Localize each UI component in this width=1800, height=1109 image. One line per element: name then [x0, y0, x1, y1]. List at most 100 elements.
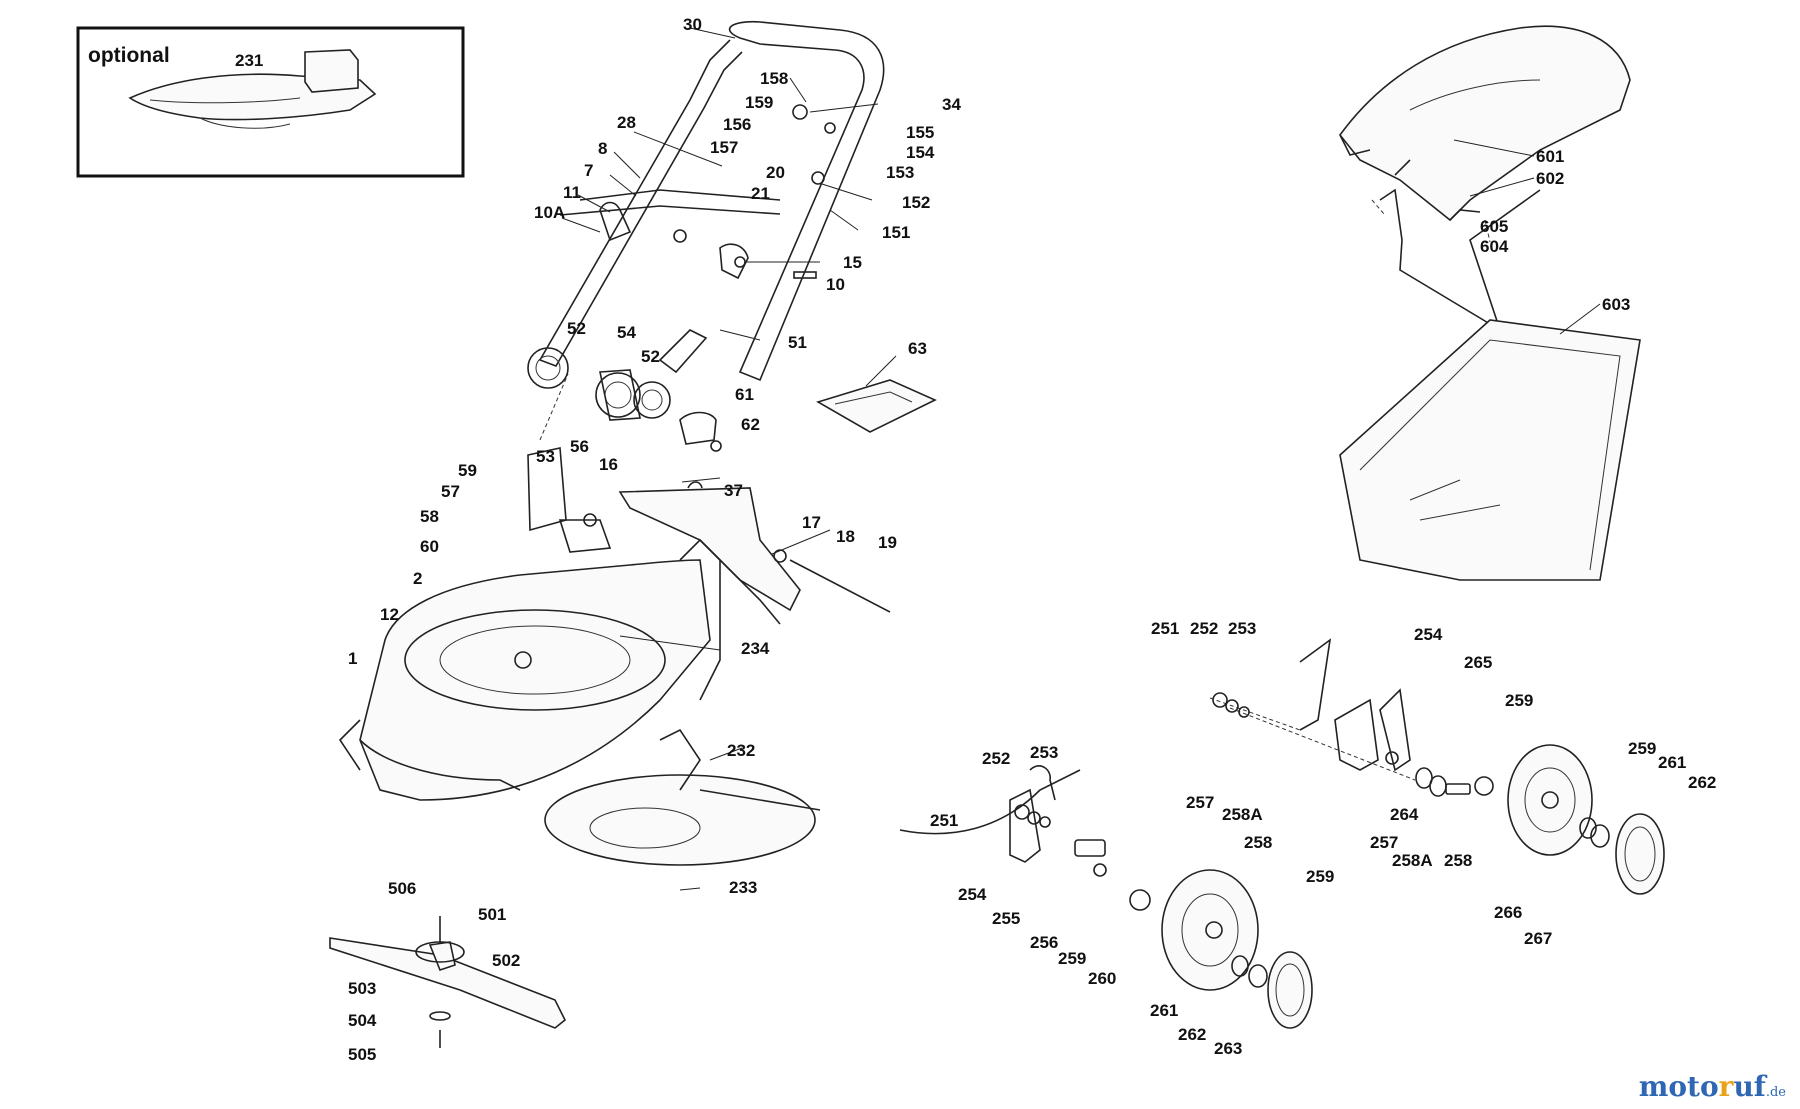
part-label: 253 — [1030, 743, 1058, 762]
brand-part-4: .de — [1765, 1085, 1786, 1100]
part-label: 505 — [348, 1045, 376, 1064]
part-label: 601 — [1536, 147, 1564, 166]
part-label: 234 — [741, 639, 770, 658]
part-label: 504 — [348, 1011, 377, 1030]
part-label: 603 — [1602, 295, 1630, 314]
part-label: 258 — [1244, 833, 1272, 852]
brand-logo[interactable]: motoruf.de — [1639, 1070, 1786, 1103]
part-label: 258A — [1222, 805, 1263, 824]
part-label: 30 — [683, 15, 702, 34]
part-label: 12 — [380, 605, 399, 624]
part-label: 260 — [1088, 969, 1116, 988]
part-label: 259 — [1505, 691, 1533, 710]
part-label: 266 — [1494, 903, 1522, 922]
part-label: 506 — [388, 879, 416, 898]
part-label: 7 — [584, 161, 593, 180]
part-label: 256 — [1030, 933, 1058, 952]
brand-part-1: moto — [1638, 1070, 1719, 1103]
part-label: 259 — [1628, 739, 1656, 758]
left-wheel-assembly — [899, 765, 1313, 1029]
part-label: 602 — [1536, 169, 1564, 188]
part-label: 254 — [958, 885, 987, 904]
part-label: 10A — [534, 203, 565, 222]
part-label: 21 — [751, 184, 770, 203]
part-label: 15 — [843, 253, 862, 272]
part-label: 16 — [599, 455, 618, 474]
part-label: 20 — [766, 163, 785, 182]
blade-assembly — [329, 916, 567, 1048]
height-adjust-gears — [527, 347, 937, 532]
part-label: 157 — [710, 138, 738, 157]
part-label: 10 — [826, 275, 845, 294]
grass-bag-frame — [1338, 25, 1631, 332]
part-label: 58 — [420, 507, 439, 526]
brand-part-3: uf — [1733, 1070, 1766, 1103]
part-label: 19 — [878, 533, 897, 552]
part-label: 262 — [1688, 773, 1716, 792]
part-label: 605 — [1480, 217, 1508, 236]
mulch-insert — [544, 728, 821, 866]
grass-bag — [1339, 319, 1641, 581]
part-label: 63 — [908, 339, 927, 358]
part-label: 604 — [1480, 237, 1509, 256]
part-label: 261 — [1658, 753, 1686, 772]
part-label: 252 — [1190, 619, 1218, 638]
part-label: 152 — [902, 193, 930, 212]
part-label: 159 — [745, 93, 773, 112]
mower-deck — [338, 538, 721, 801]
part-label: 8 — [598, 139, 607, 158]
part-label: 56 — [570, 437, 589, 456]
part-label: 51 — [788, 333, 807, 352]
part-label: 52 — [567, 319, 586, 338]
part-label: 232 — [727, 741, 755, 760]
part-label: 231 — [235, 51, 263, 70]
part-label: 37 — [724, 481, 743, 500]
part-label: 60 — [420, 537, 439, 556]
part-label: 2 — [413, 569, 422, 588]
part-label: 258A — [1392, 851, 1433, 870]
part-label: 258 — [1444, 851, 1472, 870]
part-label: 52 — [641, 347, 660, 366]
part-label: 61 — [735, 385, 754, 404]
part-label: 253 — [1228, 619, 1256, 638]
part-label: 57 — [441, 482, 460, 501]
brand-part-2: r — [1718, 1070, 1734, 1103]
part-label: 267 — [1524, 929, 1552, 948]
part-label: 265 — [1464, 653, 1492, 672]
part-label: 501 — [478, 905, 506, 924]
part-label: 503 — [348, 979, 376, 998]
optional-inset: optional — [76, 26, 465, 178]
part-label: 54 — [617, 323, 636, 342]
part-label: 251 — [930, 811, 958, 830]
mulch-plug-part — [128, 49, 377, 129]
part-label: 17 — [802, 513, 821, 532]
inset-title: optional — [88, 44, 170, 67]
leader-lines — [561, 27, 1601, 891]
part-label: 59 — [458, 461, 477, 480]
part-label: 264 — [1390, 805, 1419, 824]
part-label: 257 — [1186, 793, 1214, 812]
part-label: 233 — [729, 878, 757, 897]
part-label: 261 — [1150, 1001, 1178, 1020]
part-label: 34 — [942, 95, 961, 114]
part-label: 259 — [1306, 867, 1334, 886]
part-label: 255 — [992, 909, 1020, 928]
part-label: 262 — [1178, 1025, 1206, 1044]
part-label: 158 — [760, 69, 788, 88]
part-label: 28 — [617, 113, 636, 132]
part-label: 62 — [741, 415, 760, 434]
part-label: 251 — [1151, 619, 1179, 638]
part-label: 254 — [1414, 625, 1443, 644]
part-label: 1 — [348, 649, 357, 668]
part-label: 18 — [836, 527, 855, 546]
part-label: 156 — [723, 115, 751, 134]
part-labels: 231 30 158 159 156 157 28 8 7 11 10A 34 … — [235, 15, 1716, 1064]
handle-assembly — [538, 20, 885, 382]
part-label: 263 — [1214, 1039, 1242, 1058]
part-label: 53 — [536, 447, 555, 466]
right-wheel-assembly — [1209, 638, 1665, 895]
part-label: 151 — [882, 223, 910, 242]
part-label: 11 — [563, 183, 581, 202]
part-label: 502 — [492, 951, 520, 970]
